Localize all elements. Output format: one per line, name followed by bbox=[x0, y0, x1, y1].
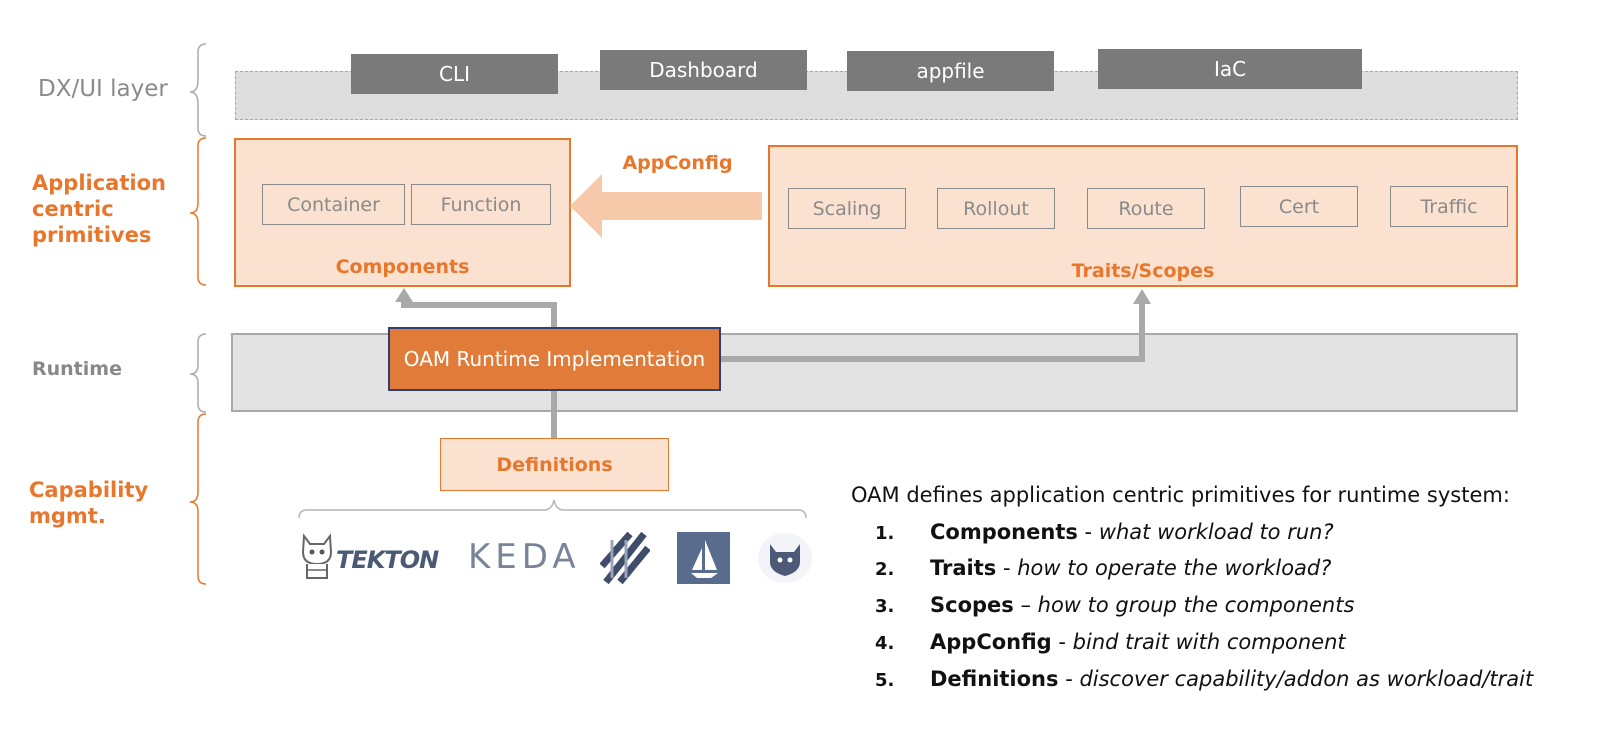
keda-wordmark: KEDA bbox=[468, 537, 581, 577]
item-text: bind trait with component bbox=[1072, 630, 1346, 654]
appconfig-label: AppConfig bbox=[622, 152, 733, 174]
dx-tool-iac: IaC bbox=[1098, 49, 1362, 89]
components-title: Components bbox=[335, 256, 470, 278]
appconfig-arrow bbox=[570, 174, 762, 238]
capability-mgmt-label: Capability mgmt. bbox=[29, 477, 148, 529]
keda-logo: KEDA bbox=[468, 537, 578, 585]
trait-route: Route bbox=[1087, 188, 1205, 229]
item-number: 5. bbox=[875, 670, 895, 691]
item-number: 2. bbox=[875, 559, 895, 580]
runtime-label: Runtime bbox=[32, 358, 122, 380]
item-term: Traits bbox=[930, 556, 997, 580]
description-item-scopes: 3. Scopes – how to group the components bbox=[875, 593, 1354, 617]
item-text: discover capability/addon as workload/tr… bbox=[1079, 667, 1534, 691]
app-centric-line1: Application bbox=[32, 171, 166, 195]
bot-logo-icon bbox=[758, 533, 812, 583]
item-number: 1. bbox=[875, 523, 895, 544]
item-separator: - bbox=[996, 556, 1018, 580]
capability-line2: mgmt. bbox=[29, 504, 106, 528]
logos-brace bbox=[298, 499, 807, 519]
app-centric-primitives-label: Application centric primitives bbox=[32, 170, 166, 248]
description-heading: OAM defines application centric primitiv… bbox=[851, 483, 1510, 507]
item-term: Components bbox=[930, 520, 1078, 544]
component-container: Container bbox=[262, 184, 405, 225]
tekton-cat-icon bbox=[301, 533, 333, 579]
trait-traffic: Traffic bbox=[1390, 186, 1508, 227]
item-term: AppConfig bbox=[930, 630, 1052, 654]
tekton-wordmark: TEKTON bbox=[336, 546, 439, 574]
description-item-definitions: 5. Definitions - discover capability/addo… bbox=[875, 667, 1533, 691]
stripes-logo-icon bbox=[600, 532, 650, 584]
layer-brackets bbox=[189, 43, 207, 585]
trait-scaling: Scaling bbox=[788, 188, 906, 229]
item-number: 4. bbox=[875, 633, 895, 654]
traits-scopes-title: Traits/Scopes bbox=[1071, 260, 1215, 282]
description-item-traits: 2. Traits - how to operate the workload? bbox=[875, 556, 1331, 580]
item-number: 3. bbox=[875, 596, 895, 617]
item-term: Definitions bbox=[930, 667, 1059, 691]
item-text: how to group the components bbox=[1037, 593, 1355, 617]
dx-ui-layer-label: DX/UI layer bbox=[38, 76, 168, 102]
capability-line1: Capability bbox=[29, 478, 149, 502]
item-separator: – bbox=[1013, 593, 1038, 617]
item-separator: - bbox=[1058, 667, 1080, 691]
app-centric-line2: centric bbox=[32, 197, 114, 221]
description-item-components: 1. Components - what workload to run? bbox=[875, 520, 1334, 544]
description-item-appconfig: 4. AppConfig - bind trait with component bbox=[875, 630, 1346, 654]
item-separator: - bbox=[1077, 520, 1099, 544]
item-term: Scopes bbox=[930, 593, 1014, 617]
component-function: Function bbox=[411, 184, 551, 225]
istio-logo-icon bbox=[677, 532, 730, 584]
item-text: how to operate the workload? bbox=[1017, 556, 1332, 580]
definitions-box: Definitions bbox=[440, 438, 669, 491]
trait-cert: Cert bbox=[1240, 186, 1358, 227]
dx-tool-dashboard: Dashboard bbox=[600, 50, 807, 90]
item-text: what workload to run? bbox=[1098, 520, 1334, 544]
oam-runtime-implementation: OAM Runtime Implementation bbox=[388, 327, 721, 391]
item-separator: - bbox=[1051, 630, 1073, 654]
tekton-logo: TEKTON bbox=[298, 532, 439, 582]
trait-rollout: Rollout bbox=[937, 188, 1055, 229]
dx-tool-appfile: appfile bbox=[847, 51, 1054, 91]
app-centric-line3: primitives bbox=[32, 223, 152, 247]
dx-tool-cli: CLI bbox=[351, 54, 558, 94]
